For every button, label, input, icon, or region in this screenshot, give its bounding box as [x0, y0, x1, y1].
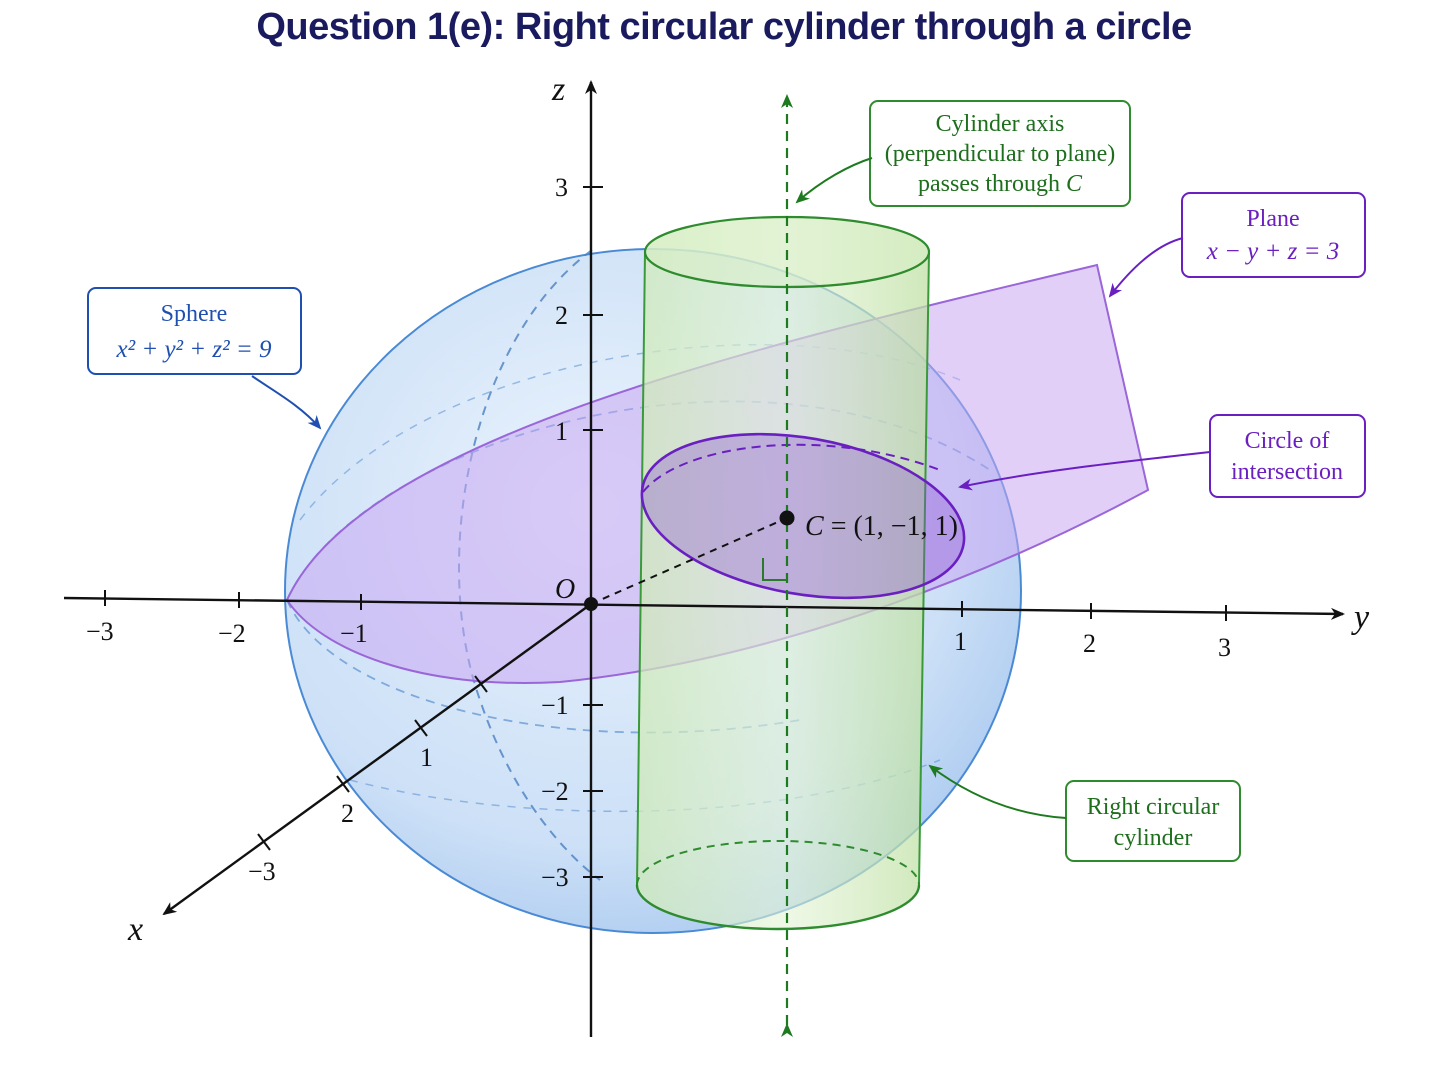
- plane-callout-title: Plane: [1246, 206, 1299, 232]
- plane-equation: x − y + z = 3: [1206, 238, 1340, 265]
- point-c-label: C = (1, −1, 1): [805, 511, 958, 542]
- axis-callout-line2: (perpendicular to plane): [885, 141, 1116, 167]
- x-axis-label: x: [127, 911, 143, 948]
- y-tick-label: −1: [340, 619, 368, 648]
- y-tick-label: 2: [1083, 629, 1096, 658]
- y-axis-label: y: [1351, 599, 1370, 636]
- point-c-coords: = (1, −1, 1): [824, 511, 958, 542]
- x-tick-label: −3: [248, 857, 276, 886]
- axis-callout-line1: Cylinder axis: [936, 111, 1065, 137]
- axis-callout: Cylinder axis (perpendicular to plane) p…: [795, 100, 1131, 207]
- circle-callout-line2: intersection: [1231, 459, 1343, 485]
- origin-label: O: [555, 574, 575, 605]
- page-title: Question 1(e): Right circular cylinder t…: [256, 6, 1192, 48]
- intersection-circle: [640, 432, 966, 600]
- y-tick-label: 3: [1218, 633, 1231, 662]
- plane-callout: Plane x − y + z = 3: [1108, 192, 1366, 298]
- y-tick-label: −2: [218, 619, 246, 648]
- circle-callout: Circle of intersection: [958, 414, 1366, 498]
- circle-callout-line1: Circle of: [1245, 428, 1330, 454]
- right-angle-mark: [762, 558, 787, 581]
- z-axis-label: z: [551, 71, 565, 108]
- point-c: [779, 510, 795, 526]
- z-tick-label: 1: [555, 417, 568, 446]
- y-axis: [63, 596, 1345, 620]
- sphere-equation: x² + y² + z² = 9: [115, 336, 272, 363]
- x-tick-label: 2: [341, 799, 354, 828]
- center-segment: [590, 517, 788, 605]
- z-tick-label: 2: [555, 301, 568, 330]
- z-tick-label: −3: [541, 863, 569, 892]
- axes: z y x O −3 −2 −1 1 2 3 3 2 1 −1 −2 −3 1 …: [63, 71, 1370, 1037]
- axis-callout-line3-text: passes through: [918, 171, 1066, 197]
- y-tick-label: 1: [954, 627, 967, 656]
- axis-callout-line3: passes through C: [918, 171, 1083, 197]
- axis-callout-line3-var: C: [1066, 171, 1083, 197]
- z-tick-label: 3: [555, 173, 568, 202]
- x-axis: [162, 603, 592, 916]
- sphere-callout: Sphere x² + y² + z² = 9: [87, 287, 322, 430]
- z-tick-label: −2: [541, 777, 569, 806]
- cylinder-callout: Right circular cylinder: [928, 764, 1241, 862]
- z-tick-label: −1: [541, 691, 569, 720]
- cylinder-callout-line2: cylinder: [1114, 825, 1193, 851]
- y-tick-label: −3: [86, 617, 114, 646]
- cylinder-callout-line1: Right circular: [1087, 794, 1220, 820]
- x-tick-label: 1: [420, 743, 433, 772]
- sphere-callout-title: Sphere: [161, 301, 228, 327]
